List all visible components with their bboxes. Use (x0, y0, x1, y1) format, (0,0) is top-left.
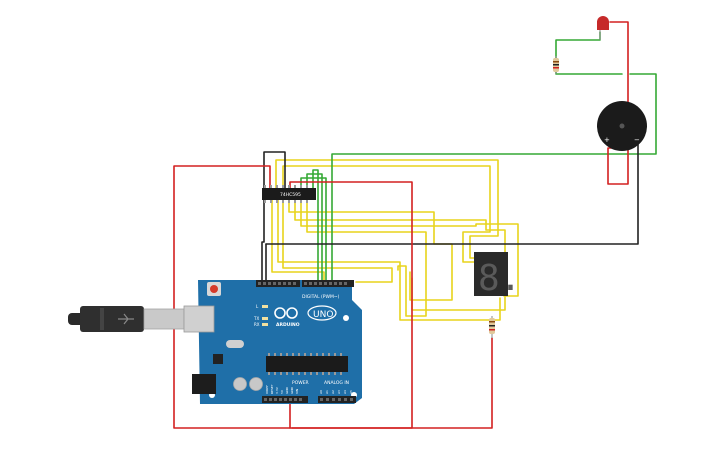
yellow-wire[interactable] (282, 165, 491, 263)
shift-register-pins (264, 185, 308, 203)
red-wire[interactable] (173, 165, 291, 429)
piezo-buzzer[interactable]: + − (597, 101, 647, 151)
red-wire[interactable] (609, 21, 629, 105)
power-jack (192, 374, 216, 394)
power-pin-label: 5V (280, 389, 284, 394)
analog-pin-labels: A0 A1 A2 A3 A4 A5 (319, 390, 353, 394)
led-rx-indicator (262, 323, 268, 326)
usb-plug-grip (100, 308, 104, 330)
green-wire[interactable] (312, 169, 319, 283)
led-l-indicator (262, 305, 268, 308)
shift-register-body (262, 188, 316, 200)
red-led[interactable] (597, 16, 609, 40)
green-wire[interactable] (331, 73, 657, 283)
arduino-logo-icon (274, 307, 298, 319)
black-wires (261, 139, 639, 283)
power-pin-label: RESET (270, 384, 274, 394)
yellow-wires (271, 159, 519, 321)
usb-plug-body (80, 306, 144, 332)
power-pin-label: IOREF (265, 385, 269, 394)
yellow-wire[interactable] (277, 197, 501, 321)
green-wire[interactable] (300, 177, 327, 283)
reset-button[interactable] (210, 285, 218, 293)
buzzer-minus-label: − (634, 136, 640, 144)
green-wire[interactable] (555, 31, 601, 63)
buzzer-plus-label: + (604, 136, 610, 144)
power-pin-label: VIN (295, 389, 299, 394)
analog-pin-label: A1 (325, 390, 329, 394)
board-pcb (198, 280, 362, 404)
seven-segment-digit: 8. (478, 258, 521, 299)
analog-pin-label: A2 (331, 390, 335, 394)
mounting-hole (343, 315, 349, 321)
shift-register-label: 74HC595 (280, 192, 301, 198)
usb-cable[interactable] (68, 306, 185, 332)
green-wire[interactable] (306, 173, 323, 283)
tx-label: TX (253, 316, 259, 321)
buzzer-hole (619, 123, 625, 129)
rx-label: RX (254, 322, 260, 327)
usb-plug-metal (143, 308, 185, 330)
yellow-wire[interactable] (282, 197, 393, 283)
seven-segment-body (474, 252, 508, 296)
analog-pin-label: A0 (319, 390, 323, 394)
power-pin-label: 3.3V (275, 386, 279, 394)
resistor-led[interactable] (553, 56, 559, 74)
capacitor (233, 377, 247, 391)
usb-symbol-icon (118, 313, 134, 325)
small-ic (213, 354, 223, 364)
resistor-display[interactable] (489, 316, 495, 338)
yellow-wire[interactable] (271, 197, 325, 283)
yellow-wire[interactable] (294, 197, 506, 311)
led-dome (597, 16, 609, 30)
black-wire[interactable] (261, 199, 265, 283)
uno-badge: UNO (307, 305, 337, 321)
analog-header-label: ANALOG IN (324, 380, 349, 386)
seven-segment-display[interactable]: 8. (474, 252, 521, 299)
power-header-label: POWER (292, 380, 309, 386)
analog-pin-label: A3 (337, 390, 341, 394)
capacitor (249, 377, 263, 391)
led-tx-indicator (262, 317, 268, 320)
yellow-wire[interactable] (275, 159, 499, 259)
black-wire[interactable] (263, 151, 286, 189)
power-pin-label: GND (285, 386, 289, 394)
crystal (226, 340, 244, 348)
arduino-uno-board[interactable]: DIGITAL (PWM~) L TX RX ARDUINO UNO (183, 280, 362, 404)
analog-header[interactable] (318, 396, 356, 403)
green-wire[interactable] (555, 69, 623, 75)
microcontroller-chip (266, 356, 348, 372)
microcontroller-pins (268, 353, 342, 375)
black-wire[interactable] (265, 139, 639, 245)
brand-label: ARDUINO (276, 322, 300, 328)
digital-header-right[interactable] (302, 280, 354, 287)
power-pin-label: GND (290, 386, 294, 394)
model-label: UNO (313, 310, 333, 320)
bottom-header-pins (264, 398, 353, 401)
usb-socket (183, 305, 215, 333)
power-pin-labels: IOREF RESET 3.3V 5V GND GND VIN (265, 384, 299, 394)
red-wire[interactable] (291, 337, 493, 429)
digital-header-label: DIGITAL (PWM~) (302, 294, 340, 300)
analog-pin-label: A5 (349, 390, 353, 394)
shift-register-chip[interactable]: 74HC595 (262, 185, 316, 203)
yellow-wire[interactable] (300, 197, 519, 297)
analog-pin-label: A4 (343, 390, 347, 394)
led-l-label: L (256, 304, 259, 309)
digital-header-pins (258, 282, 347, 285)
